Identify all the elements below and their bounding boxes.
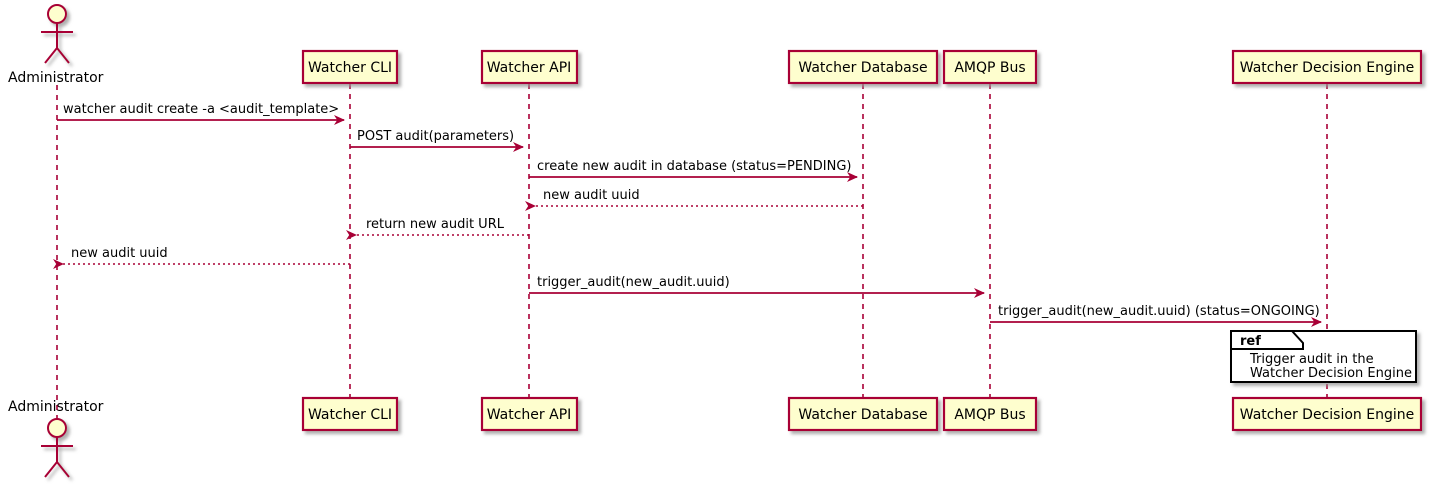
participant-label-watcher-cli-bottom: Watcher CLI: [308, 407, 392, 423]
message-8-label: trigger_audit(new_audit.uuid) (status=ON…: [998, 304, 1320, 319]
message-1-label: watcher audit create -a <audit_template>: [63, 102, 339, 117]
participant-label-watcher-decision-engine-bottom: Watcher Decision Engine: [1240, 407, 1414, 423]
participant-label-watcher-decision-engine-top: Watcher Decision Engine: [1240, 60, 1414, 76]
message-1: watcher audit create -a <audit_template>: [57, 102, 345, 125]
ref-fragment-line1: Trigger audit in the: [1249, 352, 1374, 367]
participant-label-watcher-cli-top: Watcher CLI: [308, 60, 392, 76]
message-5: return new audit URL: [346, 217, 529, 240]
participant-box-watcher-database-bottom[interactable]: Watcher Database: [787, 396, 939, 432]
actor-label-top: Administrator: [8, 70, 104, 86]
message-4-label: new audit uuid: [543, 188, 640, 203]
message-7-label: trigger_audit(new_audit.uuid): [537, 275, 730, 290]
participant-box-amqp-bus-bottom[interactable]: AMQP Bus: [942, 396, 1038, 432]
participant-label-amqp-bus-bottom: AMQP Bus: [954, 407, 1025, 423]
ref-fragment-line2: Watcher Decision Engine: [1250, 366, 1412, 381]
message-3: create new audit in database (status=PEN…: [529, 159, 858, 182]
message-5-label: return new audit URL: [366, 217, 505, 232]
message-4: new audit uuid: [525, 188, 863, 211]
participant-label-watcher-api-top: Watcher API: [487, 60, 572, 76]
actor-head-bottom-icon: [47, 418, 67, 438]
participant-box-watcher-database-top[interactable]: Watcher Database: [787, 49, 939, 85]
message-6-label: new audit uuid: [71, 246, 168, 261]
actor-head-icon: [47, 4, 67, 24]
participant-box-watcher-api-bottom[interactable]: Watcher API: [480, 396, 579, 432]
participant-label-watcher-database-bottom: Watcher Database: [798, 407, 927, 423]
participant-box-watcher-api-top[interactable]: Watcher API: [480, 49, 579, 85]
actor-leg-right-bottom-icon: [56, 461, 70, 478]
participant-box-watcher-cli-bottom[interactable]: Watcher CLI: [301, 396, 399, 432]
actor-leg-right-icon: [56, 47, 70, 64]
message-7: trigger_audit(new_audit.uuid): [529, 275, 985, 298]
participant-box-amqp-bus-top[interactable]: AMQP Bus: [942, 49, 1038, 85]
actor-administrator-bottom: [41, 418, 73, 478]
actor-label-bottom: Administrator: [8, 399, 104, 415]
actor-leg-left-icon: [44, 47, 58, 64]
message-2: POST audit(parameters): [350, 129, 524, 152]
participant-label-amqp-bus-top: AMQP Bus: [954, 60, 1025, 76]
message-3-label: create new audit in database (status=PEN…: [537, 159, 852, 174]
message-8: trigger_audit(new_audit.uuid) (status=ON…: [990, 304, 1322, 327]
ref-fragment: ref Trigger audit in the Watcher Decisio…: [1230, 330, 1417, 383]
participant-label-watcher-api-bottom: Watcher API: [487, 407, 572, 423]
actor-leg-left-bottom-icon: [44, 461, 58, 478]
participant-box-watcher-cli-top[interactable]: Watcher CLI: [301, 49, 399, 85]
ref-fragment-keyword: ref: [1240, 334, 1261, 349]
actor-administrator-top: [41, 4, 73, 64]
participant-box-watcher-decision-engine-top[interactable]: Watcher Decision Engine: [1231, 49, 1423, 85]
message-2-label: POST audit(parameters): [357, 129, 514, 144]
participant-label-watcher-database-top: Watcher Database: [798, 60, 927, 76]
participant-box-watcher-decision-engine-bottom[interactable]: Watcher Decision Engine: [1231, 396, 1423, 432]
message-6: new audit uuid: [53, 246, 350, 269]
ref-fragment-tab: [1230, 330, 1304, 350]
